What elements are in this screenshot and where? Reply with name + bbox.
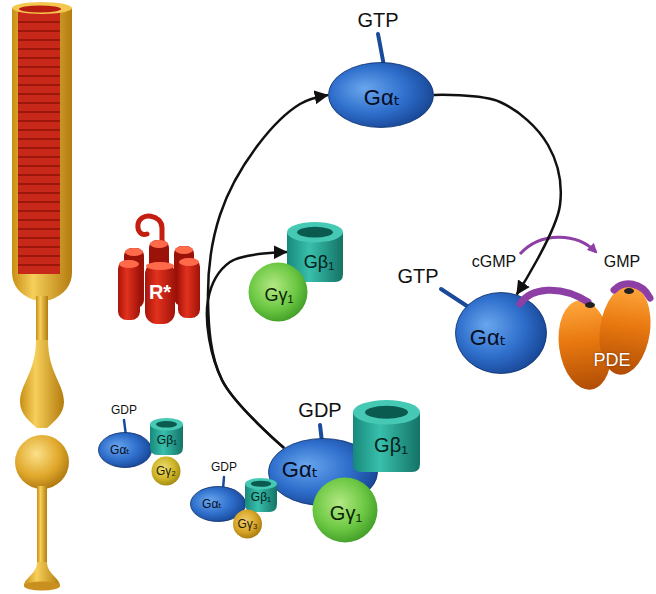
nucleotide-label: GTP [357,9,398,32]
subunit-label: Gβ₁ [304,252,334,273]
subunit-label: PDE [593,350,630,371]
g-gamma-subunit: Gγ₃ [232,509,263,539]
subunit-label: Gγ₃ [237,518,257,532]
subunit-label: Gαₜ [470,325,506,350]
subunit-label: Gαₜ [282,457,318,482]
subunit-cavity [297,227,333,238]
molecule-label: cGMP [472,253,516,271]
activation-arrow [434,95,561,295]
receptor: R* [118,212,200,327]
subunit-label: Gαₜ [364,85,400,110]
catalytic-site [585,302,595,308]
g-alpha-subunit: GTPGαₜ [328,62,434,128]
subunit-label: R* [149,281,171,304]
pde-enzyme-outline [550,278,654,394]
g-alpha-subunit: GDPGαₜ [98,432,152,468]
cilium [36,296,48,346]
g-gamma-subunit: Gγ₂ [151,456,181,486]
subunit-label: Gβ₁ [374,434,408,457]
subunit-label: Gγ₂ [156,465,176,479]
subunit-label: Gβ₁ [157,434,177,448]
molecule-label: GMP [604,253,640,271]
outer-segment [12,8,72,300]
nucleotide-label: GDP [211,461,237,475]
subunit-ellipse [456,293,547,374]
outer-segment-top [12,2,72,14]
nucleotide-label: GDP [298,399,341,422]
g-beta-subunit: Gβ₁ [150,418,183,455]
subunit-ellipse [99,433,152,468]
receptor-helices [118,240,200,324]
g-alpha-subunit: GTPGαₜ [455,292,547,374]
subunit-sphere [313,478,378,543]
receptor-outline [118,212,200,327]
subunit-label: Gγ₁ [264,285,293,306]
inner-segment [20,340,64,428]
subunit-rim [150,418,183,431]
g-gamma-subunit: Gγ₁ [312,477,378,543]
g-beta-subunit: Gβ₁ [245,478,277,512]
hydrolysis-arrow [520,237,596,254]
terminal-base [24,582,60,591]
receptor-loop [138,216,162,244]
subunit-label: Gγ₁ [330,502,362,525]
axon [37,486,47,566]
subunit-sphere [233,510,262,539]
subunit-label: Gαₜ [110,444,130,458]
subunit-label: Gαₜ [202,498,222,512]
nucleus [15,435,69,489]
subunit-rim [245,478,277,490]
rod-cell [12,2,72,591]
inhibitory-subunit [614,284,650,298]
subunit-label: Gβ₁ [251,491,271,505]
g-beta-subunit: Gβ₁ [353,400,420,472]
subunit-ellipse [329,63,434,128]
subunit-sphere [152,457,181,486]
nucleotide-label: GDP [111,404,137,418]
pde-subunit [594,282,656,378]
inhibitory-subunit [520,290,588,304]
pde-enzyme: PDE [550,278,654,394]
nucleotide-stalks [124,34,470,489]
subunit-sphere [249,263,308,322]
subunit-cavity [156,421,177,428]
subunit-rim [353,400,420,424]
nucleotide-label: GTP [397,265,438,288]
g-gamma-subunit: Gγ₁ [248,262,308,322]
disk-lines [18,22,60,265]
disk-stack [18,12,60,274]
subunit-cavity [251,481,271,487]
disk-top [19,6,61,13]
catalytic-site [624,288,634,294]
subunit-rim [287,222,343,242]
subunit-cavity [365,406,408,419]
